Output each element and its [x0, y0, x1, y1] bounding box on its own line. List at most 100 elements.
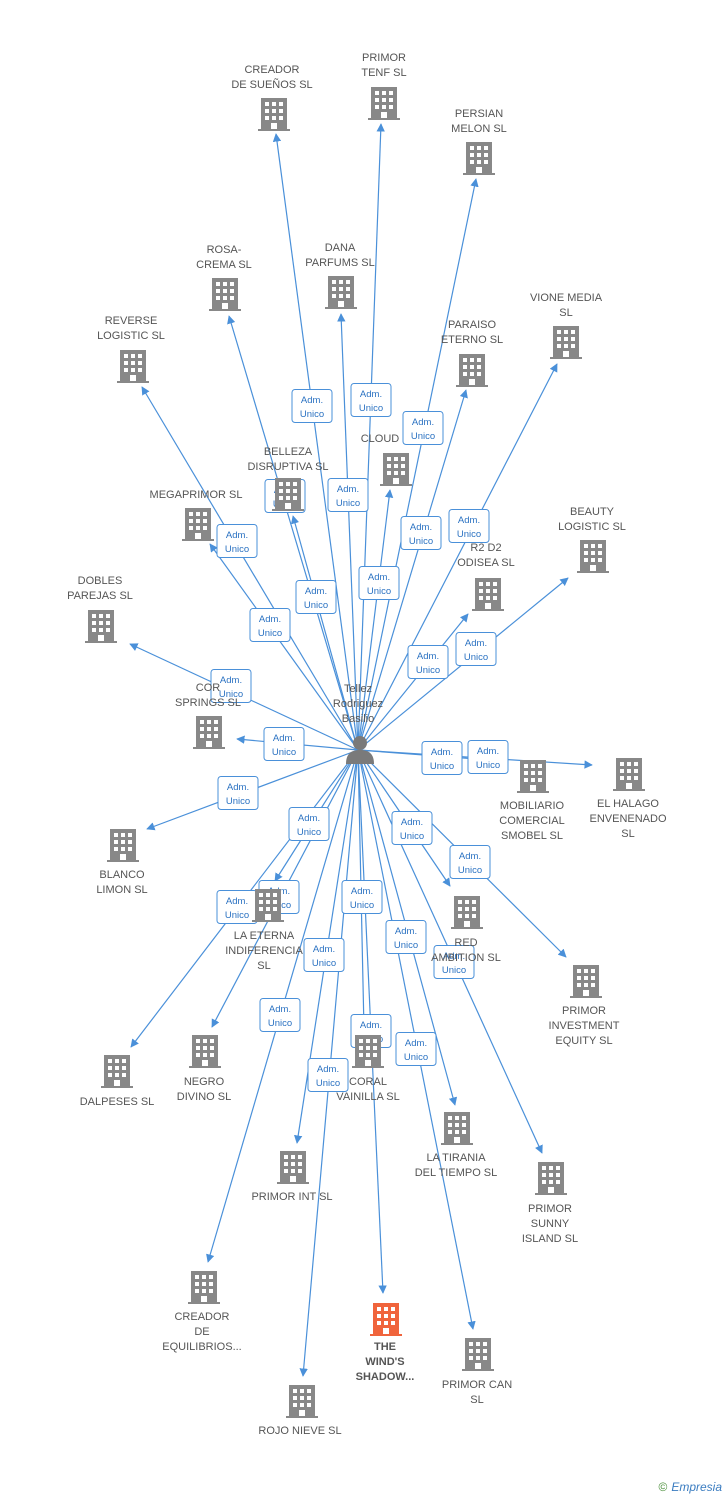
company-label: ROJO NIEVE SL — [258, 1425, 341, 1437]
edge-label-belleza-disruptiva[interactable]: Adm.Unico — [295, 580, 337, 614]
edge-label-blanco-limon[interactable]: Adm.Unico — [217, 776, 259, 810]
edge-label-box — [259, 998, 301, 1032]
edge-label-text: Unico — [300, 409, 324, 420]
company-node-rosa-crema[interactable]: ROSA-CREMA SL — [196, 244, 252, 311]
building-icon — [550, 326, 582, 359]
edge-label-box — [395, 1032, 437, 1066]
edge-label-text: Unico — [416, 665, 440, 676]
building-icon — [117, 350, 149, 383]
edge-label-paraiso-eterno[interactable]: Adm.Unico — [400, 516, 442, 550]
edge-label-text: Adm. — [477, 746, 499, 757]
building-icon — [451, 896, 483, 929]
edge-label-creador-suenos[interactable]: Adm.Unico — [291, 389, 333, 423]
edge-label-text: Unico — [458, 865, 482, 876]
edge-label-persian-melon[interactable]: Adm.Unico — [402, 411, 444, 445]
edge-primor-tenf — [357, 123, 385, 751]
edge-label-reverse-logistic[interactable]: Adm.Unico — [216, 524, 258, 558]
edge-label-cor-springs[interactable]: Adm.Unico — [263, 727, 305, 761]
edge-label-megaprimor[interactable]: Adm.Unico — [249, 608, 291, 642]
edge-label-rojo-nieve[interactable]: Adm.Unico — [307, 1058, 349, 1092]
edge-label-primor-can[interactable]: Adm.Unico — [395, 1032, 437, 1066]
company-node-cloud[interactable]: CLOUD — [361, 433, 412, 486]
edge-creador-suenos — [272, 133, 359, 751]
edge-label-box — [327, 478, 369, 512]
edge-label-coral-vainilla[interactable]: Adm.Unico — [341, 880, 383, 914]
building-icon — [368, 87, 400, 120]
edge-label-box — [303, 938, 345, 972]
edge-label-el-halago[interactable]: Adm.Unico — [467, 740, 509, 774]
edge-label-text: Unico — [359, 403, 383, 414]
brand-logo[interactable]: Empresia — [671, 1480, 722, 1494]
edge-label-dalpeses[interactable]: Adm.Unico — [216, 890, 258, 924]
building-icon — [456, 354, 488, 387]
edge-label-box — [402, 411, 444, 445]
edge-label-la-tirania[interactable]: Adm.Unico — [385, 920, 427, 954]
company-node-dalpeses[interactable]: DALPESES SL — [80, 1055, 155, 1108]
edge-label-primor-tenf[interactable]: Adm.Unico — [350, 383, 392, 417]
edge-label-cloud[interactable]: Adm.Unico — [358, 566, 400, 600]
edge-label-vione-media[interactable]: Adm.Unico — [448, 509, 490, 543]
building-icon — [286, 1385, 318, 1418]
edge-label-dana-parfums[interactable]: Adm.Unico — [327, 478, 369, 512]
edge-label-r2d2-odisea[interactable]: Adm.Unico — [407, 645, 449, 679]
building-icon — [277, 1151, 309, 1184]
edge-label-box — [217, 776, 259, 810]
edge-label-red-ambition[interactable]: Adm.Unico — [391, 811, 433, 845]
edge-label-dobles-parejas[interactable]: Adm.Unico — [210, 669, 252, 703]
edge-label-la-eterna[interactable]: Adm.Unico — [288, 807, 330, 841]
edge-label-text: Adm. — [412, 417, 434, 428]
edge-label-primor-investment[interactable]: Adm.Unico — [449, 845, 491, 879]
building-icon — [441, 1112, 473, 1145]
edge-label-primor-sunny[interactable]: Adm.Unico — [433, 945, 475, 979]
edge-label-mobiliario-comercial[interactable]: Adm.Unico — [421, 741, 463, 775]
edge-label-box — [433, 945, 475, 979]
company-node-rojo-nieve[interactable]: ROJO NIEVE SL — [258, 1385, 342, 1437]
edge-label-box — [210, 669, 252, 703]
building-icon — [209, 278, 241, 311]
edge-vione-media — [357, 363, 558, 751]
edge-label-box — [291, 389, 333, 423]
edge-label-box — [216, 524, 258, 558]
edge-label-beauty-logistic[interactable]: Adm.Unico — [455, 632, 497, 666]
building-icon — [182, 508, 214, 541]
edge-label-creador-equilibrios[interactable]: Adm.Unico — [259, 998, 301, 1032]
company-node-primor-int[interactable]: PRIMOR INT SL — [251, 1151, 333, 1203]
company-node-megaprimor[interactable]: MEGAPRIMOR SL — [150, 489, 243, 541]
edge-label-primor-int[interactable]: Adm.Unico — [303, 938, 345, 972]
building-icon — [258, 98, 290, 131]
edge-label-text: Adm. — [405, 1038, 427, 1049]
